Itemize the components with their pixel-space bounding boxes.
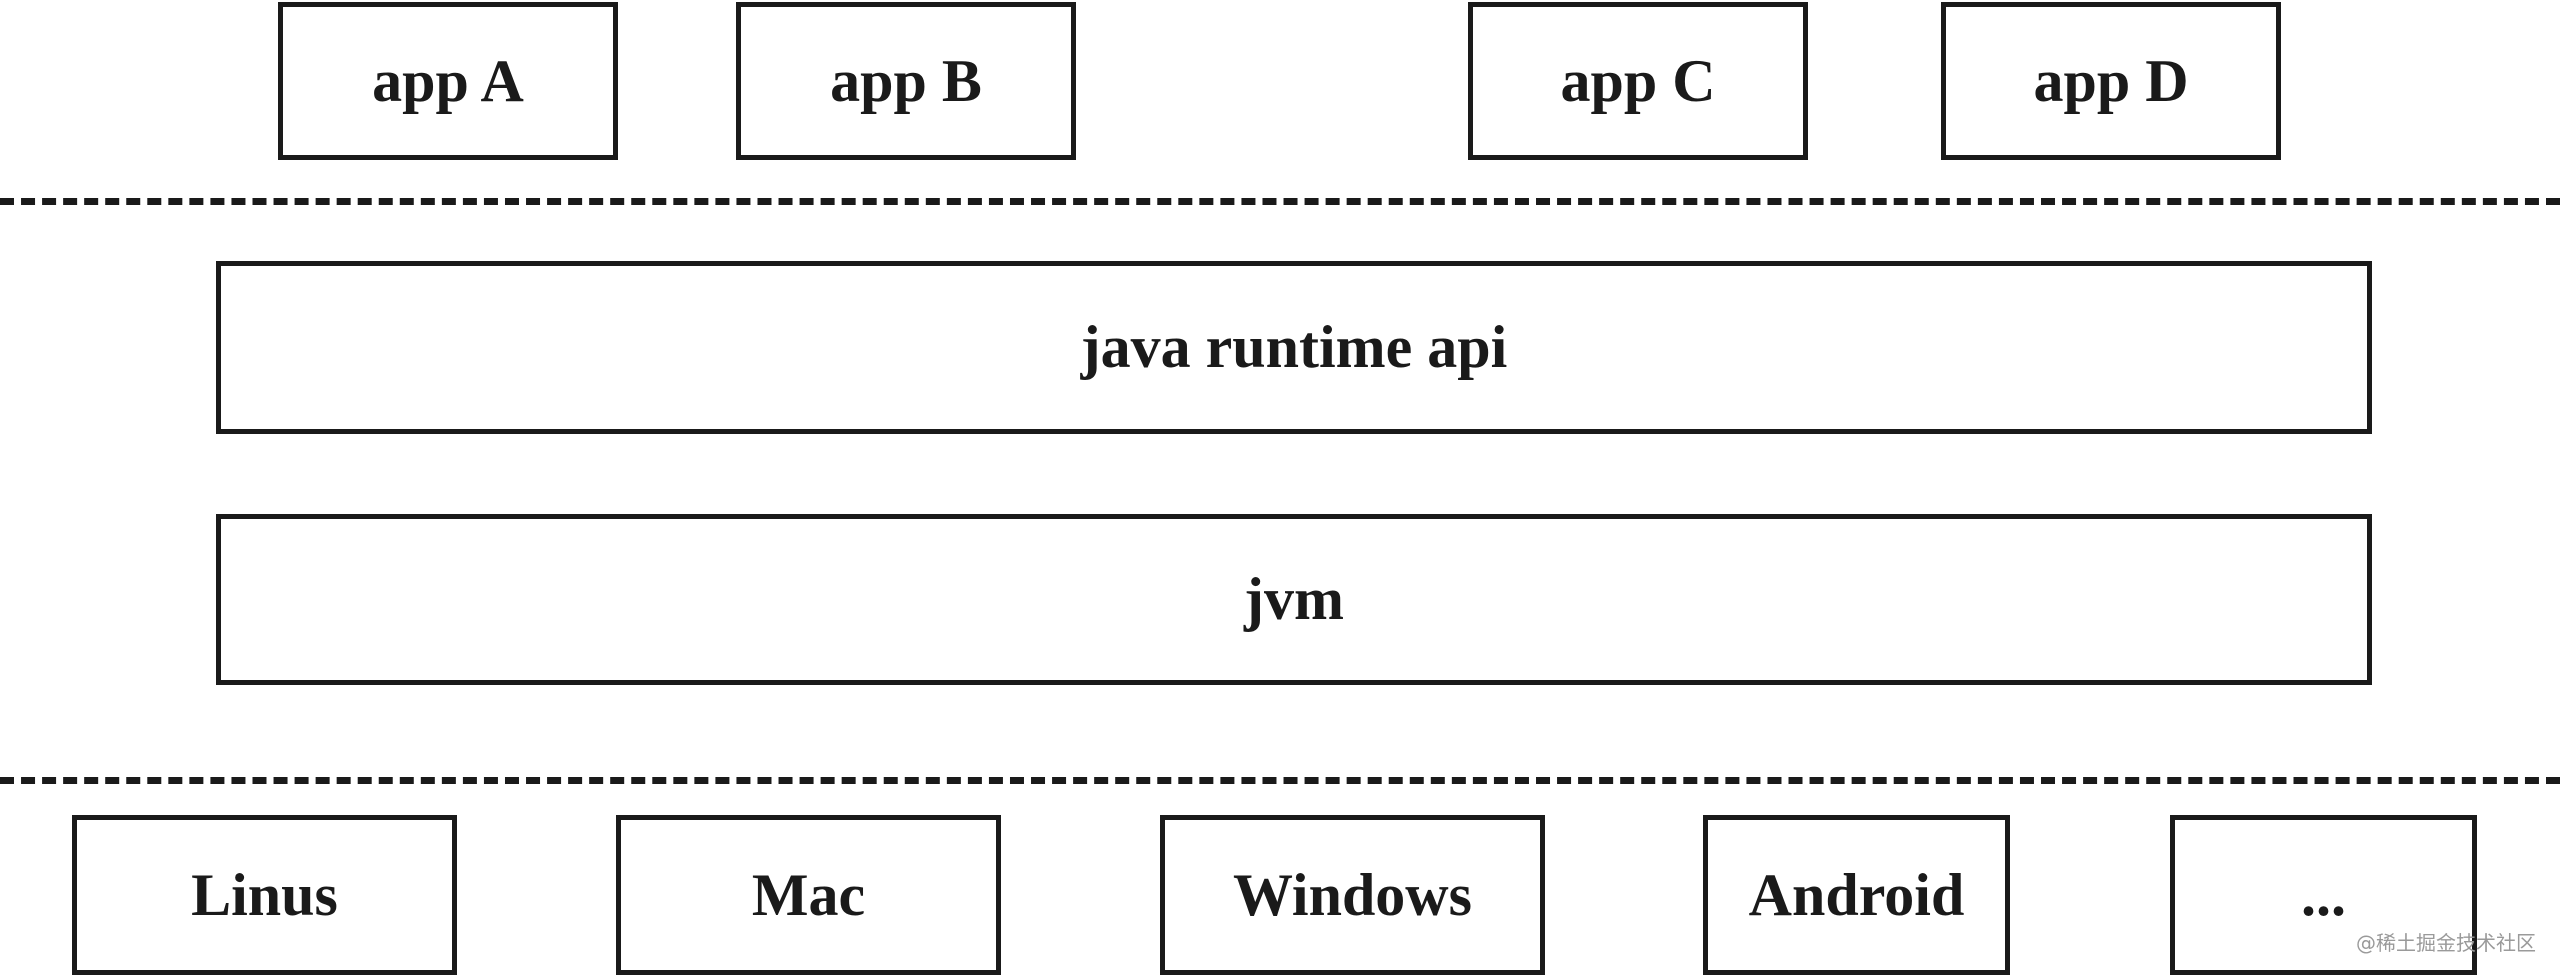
os-android-label: Android (1748, 861, 1965, 928)
app-c-label: app C (1560, 47, 1716, 114)
top-dashed-divider (0, 198, 2560, 205)
os-mac-box: Mac (616, 815, 1001, 975)
app-d-label: app D (2033, 47, 2189, 114)
app-b-box: app B (736, 2, 1076, 160)
app-d-box: app D (1941, 2, 2281, 160)
os-linus-box: Linus (72, 815, 457, 975)
watermark: @稀土掘金技术社区 (2356, 931, 2536, 955)
jvm-label: jvm (1244, 566, 1344, 632)
os-more-label: ... (2301, 861, 2346, 928)
bottom-dashed-divider (0, 777, 2560, 784)
os-linus-label: Linus (191, 861, 338, 928)
app-a-label: app A (372, 47, 524, 114)
jvm-box: jvm (216, 514, 2372, 685)
os-windows-label: Windows (1232, 861, 1472, 928)
java-runtime-api-box: java runtime api (216, 261, 2372, 434)
os-more-box: ... (2170, 815, 2477, 975)
app-c-box: app C (1468, 2, 1808, 160)
app-b-label: app B (830, 47, 982, 114)
java-runtime-api-label: java runtime api (1080, 314, 1508, 380)
os-mac-label: Mac (751, 861, 866, 928)
os-windows-box: Windows (1160, 815, 1545, 975)
app-a-box: app A (278, 2, 618, 160)
os-android-box: Android (1703, 815, 2010, 975)
